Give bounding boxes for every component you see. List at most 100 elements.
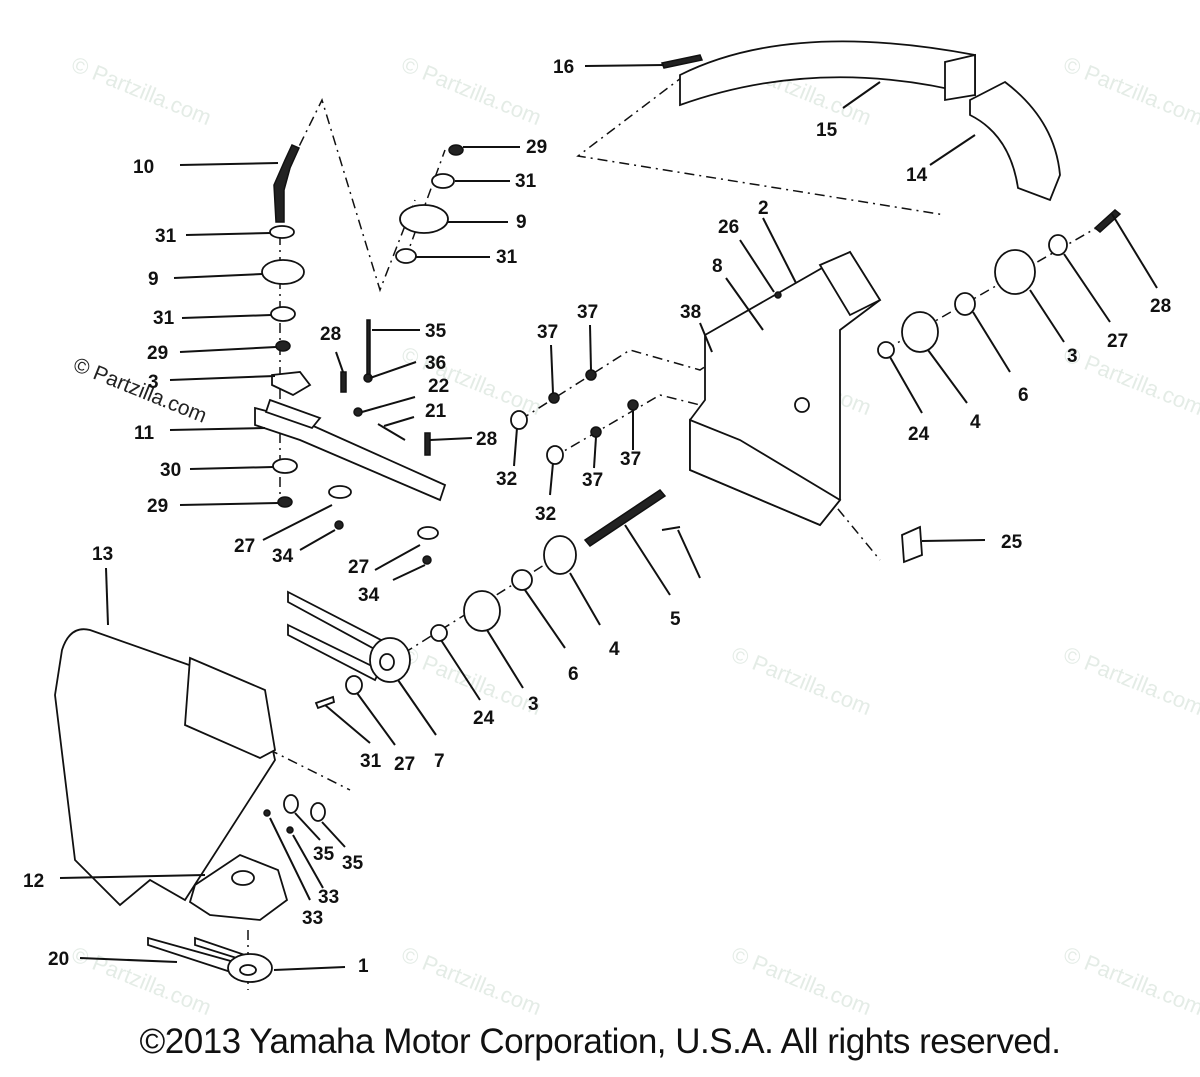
callout-4[interactable]: 4 xyxy=(609,639,620,660)
bolt-31 xyxy=(314,695,336,710)
callout-29[interactable]: 29 xyxy=(147,496,168,517)
housing-base xyxy=(689,418,842,527)
screw-33 xyxy=(286,826,294,834)
callout-28[interactable]: 28 xyxy=(476,429,497,450)
callout-27[interactable]: 27 xyxy=(348,557,369,578)
callout-29[interactable]: 29 xyxy=(147,343,168,364)
callout-31[interactable]: 31 xyxy=(515,171,537,192)
screw-35 xyxy=(366,319,371,381)
callout-31[interactable]: 31 xyxy=(496,247,518,268)
bolt-28 xyxy=(424,432,431,456)
bearing-6 xyxy=(954,292,976,316)
bearing-flange-3 xyxy=(463,590,501,632)
screw-33 xyxy=(263,809,271,817)
callout-36[interactable]: 36 xyxy=(425,353,446,374)
callout-24[interactable]: 24 xyxy=(473,708,495,729)
nut-29 xyxy=(275,340,291,352)
washer-32 xyxy=(510,410,528,430)
callout-14[interactable]: 14 xyxy=(906,165,928,186)
grommet-9 xyxy=(261,259,305,285)
callout-28[interactable]: 28 xyxy=(320,324,341,345)
callout-29[interactable]: 29 xyxy=(526,137,547,158)
callout-37[interactable]: 37 xyxy=(577,302,598,323)
callout-10[interactable]: 10 xyxy=(133,157,154,178)
callout-1[interactable]: 1 xyxy=(358,956,369,977)
callout-22[interactable]: 22 xyxy=(428,376,449,397)
upper-chute-face xyxy=(944,53,976,102)
callout-8[interactable]: 8 xyxy=(712,256,723,277)
callout-16[interactable]: 16 xyxy=(553,57,574,78)
callout-7[interactable]: 7 xyxy=(434,751,445,772)
callout-38[interactable]: 38 xyxy=(680,302,701,323)
callout-3[interactable]: 3 xyxy=(528,694,539,715)
cover-12 xyxy=(188,853,289,921)
shaft-5 xyxy=(583,489,667,547)
callout-9[interactable]: 9 xyxy=(516,212,527,233)
watermark: © Partzilla.com xyxy=(1060,51,1200,130)
watermark: © Partzilla.com xyxy=(1060,641,1200,720)
callout-33[interactable]: 33 xyxy=(302,908,323,929)
nut-37 xyxy=(548,392,560,404)
nut-34 xyxy=(422,555,432,565)
washer-27 xyxy=(417,526,439,540)
callout-3[interactable]: 3 xyxy=(148,372,159,393)
callout-35[interactable]: 35 xyxy=(313,844,335,865)
callout-37[interactable]: 37 xyxy=(582,470,603,491)
watermark: © Partzilla.com xyxy=(68,51,215,130)
key-pin xyxy=(661,526,681,531)
bracket-3 xyxy=(271,371,312,397)
callout-9[interactable]: 9 xyxy=(148,269,159,290)
bolt-10 xyxy=(273,144,300,223)
washer-27 xyxy=(1048,234,1068,256)
grommet-9 xyxy=(399,204,449,234)
callout-25[interactable]: 25 xyxy=(1001,532,1023,553)
callout-3[interactable]: 3 xyxy=(1067,346,1078,367)
watermark: © Partzilla.com xyxy=(398,341,545,420)
callout-33[interactable]: 33 xyxy=(318,887,339,908)
callout-32[interactable]: 32 xyxy=(535,504,556,525)
callout-35[interactable]: 35 xyxy=(342,853,364,874)
nut-37 xyxy=(585,369,597,381)
callout-12[interactable]: 12 xyxy=(23,871,44,892)
washer-27 xyxy=(328,485,352,499)
callout-11[interactable]: 11 xyxy=(134,423,155,444)
callout-37[interactable]: 37 xyxy=(620,449,641,470)
callout-20[interactable]: 20 xyxy=(48,949,69,970)
callout-5[interactable]: 5 xyxy=(670,609,681,630)
callout-34[interactable]: 34 xyxy=(358,585,380,606)
pulley-7-hub xyxy=(379,653,395,671)
callout-2[interactable]: 2 xyxy=(758,198,769,219)
callout-15[interactable]: 15 xyxy=(816,120,838,141)
callout-31[interactable]: 31 xyxy=(155,226,177,247)
callout-37[interactable]: 37 xyxy=(537,322,558,343)
nut-29 xyxy=(448,144,464,156)
nut-37 xyxy=(627,399,639,411)
callout-27[interactable]: 27 xyxy=(234,536,255,557)
callout-31[interactable]: 31 xyxy=(153,308,175,329)
callout-35[interactable]: 35 xyxy=(425,321,447,342)
callout-28[interactable]: 28 xyxy=(1150,296,1171,317)
callout-13[interactable]: 13 xyxy=(92,544,113,565)
callout-24[interactable]: 24 xyxy=(908,424,930,445)
chute-deflector xyxy=(969,80,1061,202)
callout-32[interactable]: 32 xyxy=(496,469,517,490)
callouts: 16 15 14 10 29 31 9 31 31 9 31 29 3 11 3… xyxy=(23,57,1171,977)
bolt-28 xyxy=(340,371,347,393)
washer-31 xyxy=(269,225,295,239)
callout-34[interactable]: 34 xyxy=(272,546,294,567)
callout-30[interactable]: 30 xyxy=(160,460,181,481)
callout-27[interactable]: 27 xyxy=(394,754,415,775)
callout-26[interactable]: 26 xyxy=(718,217,739,238)
nut-22 xyxy=(353,407,363,417)
callout-21[interactable]: 21 xyxy=(425,401,447,422)
callout-27[interactable]: 27 xyxy=(1107,331,1128,352)
mounting-plate-slot xyxy=(264,398,322,430)
callout-6[interactable]: 6 xyxy=(1018,385,1029,406)
washer-32 xyxy=(546,445,564,465)
copyright-notice: ©2013 Yamaha Motor Corporation, U.S.A. A… xyxy=(139,1022,1061,1061)
callout-4[interactable]: 4 xyxy=(970,412,981,433)
callout-31[interactable]: 31 xyxy=(360,751,382,772)
watermark: © Partzilla.com xyxy=(398,941,545,1020)
callout-6[interactable]: 6 xyxy=(568,664,579,685)
